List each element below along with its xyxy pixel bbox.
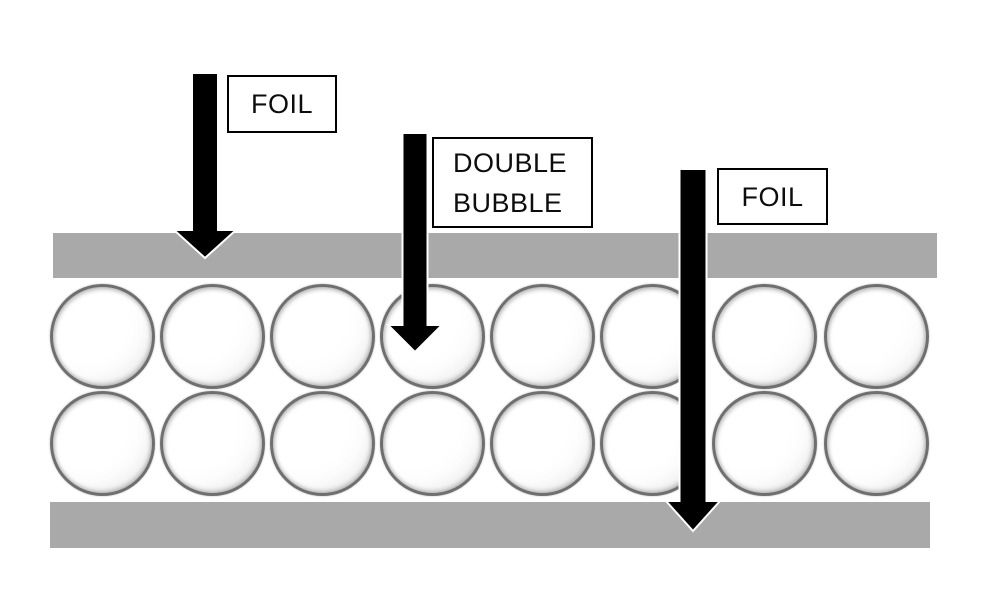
foil-arrow-right: [663, 168, 723, 533]
bubble-r1-c5: [490, 284, 595, 389]
bubble-r2-c5: [490, 391, 595, 496]
double-bubble-arrow-icon: [385, 132, 445, 354]
bubble-r1-c7: [712, 284, 817, 389]
double-bubble-arrow: [385, 132, 445, 354]
double-bubble-label-text: DOUBLE: [453, 147, 568, 178]
foil-label-left: FOIL: [227, 75, 337, 133]
double-bubble-label: DOUBLE BUBBLE: [432, 137, 593, 228]
bubble-r2-c2: [160, 391, 265, 496]
bottom-foil-layer: [50, 502, 930, 548]
foil-label-left-text: FOIL: [250, 89, 313, 119]
double-bubble-label-text: BUBBLE: [453, 187, 563, 218]
bubble-r1-c4: [380, 284, 485, 389]
bubble-r1-c3: [270, 284, 375, 389]
foil-arrow-left: [171, 72, 239, 260]
bubble-r1-c8: [824, 284, 929, 389]
bubble-r1-c1: [50, 284, 155, 389]
foil-arrow-left-icon: [171, 72, 239, 260]
bubble-r2-c3: [270, 391, 375, 496]
foil-label-right: FOIL: [717, 168, 828, 225]
foil-label-right-text: FOIL: [741, 181, 804, 212]
foil-arrow-right-icon: [663, 168, 723, 533]
bubble-r2-c7: [712, 391, 817, 496]
bubble-r1-c2: [160, 284, 265, 389]
bubble-r2-c8: [824, 391, 929, 496]
bubble-r2-c1: [50, 391, 155, 496]
bubble-r2-c4: [380, 391, 485, 496]
